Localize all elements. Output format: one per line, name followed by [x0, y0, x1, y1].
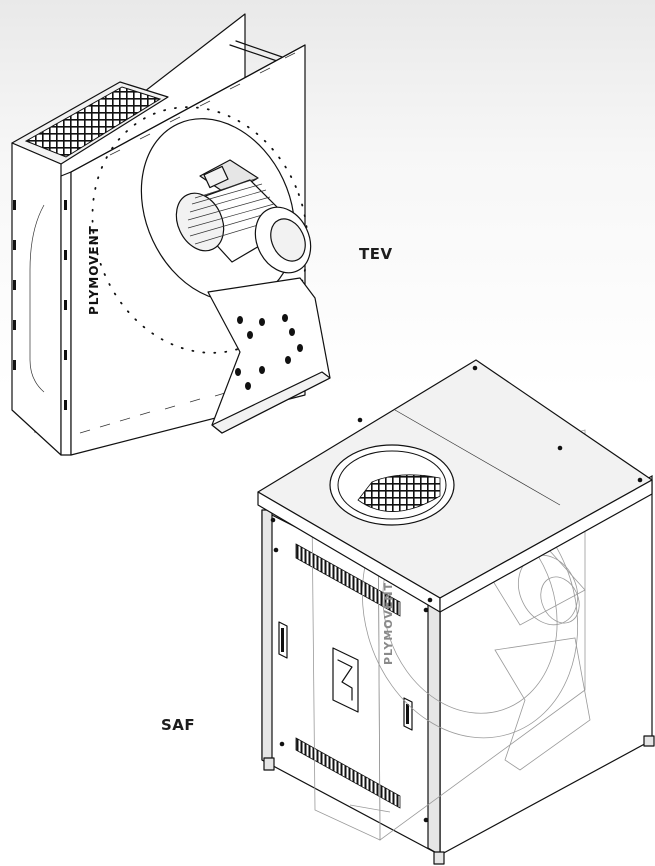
saf-feet: [263, 735, 655, 865]
saf-door-handle-left[interactable]: [278, 621, 288, 659]
tev-side-panel: [11, 142, 62, 456]
saf-internal-brand-text: PLYMOVENT: [382, 582, 395, 665]
tev-motor: [175, 159, 312, 274]
saf-inlet-grille: [357, 474, 441, 512]
tev-grille: [24, 86, 162, 158]
saf-vent-upper: [295, 543, 401, 617]
tev-label: TEV: [359, 245, 393, 263]
tev-fan-unit: PLYMOVENT: [11, 13, 331, 456]
saf-brand-logo: [332, 647, 359, 713]
tev-brand-text: PLYMOVENT: [87, 225, 101, 315]
saf-inlet-collar: [329, 444, 455, 526]
saf-label: SAF: [161, 716, 196, 734]
tev-mounting-bracket: [207, 277, 331, 434]
saf-vent-lower: [295, 737, 401, 809]
saf-cabinet: PLYMOVENT: [257, 359, 655, 865]
saf-door-handle-right[interactable]: [403, 697, 413, 731]
